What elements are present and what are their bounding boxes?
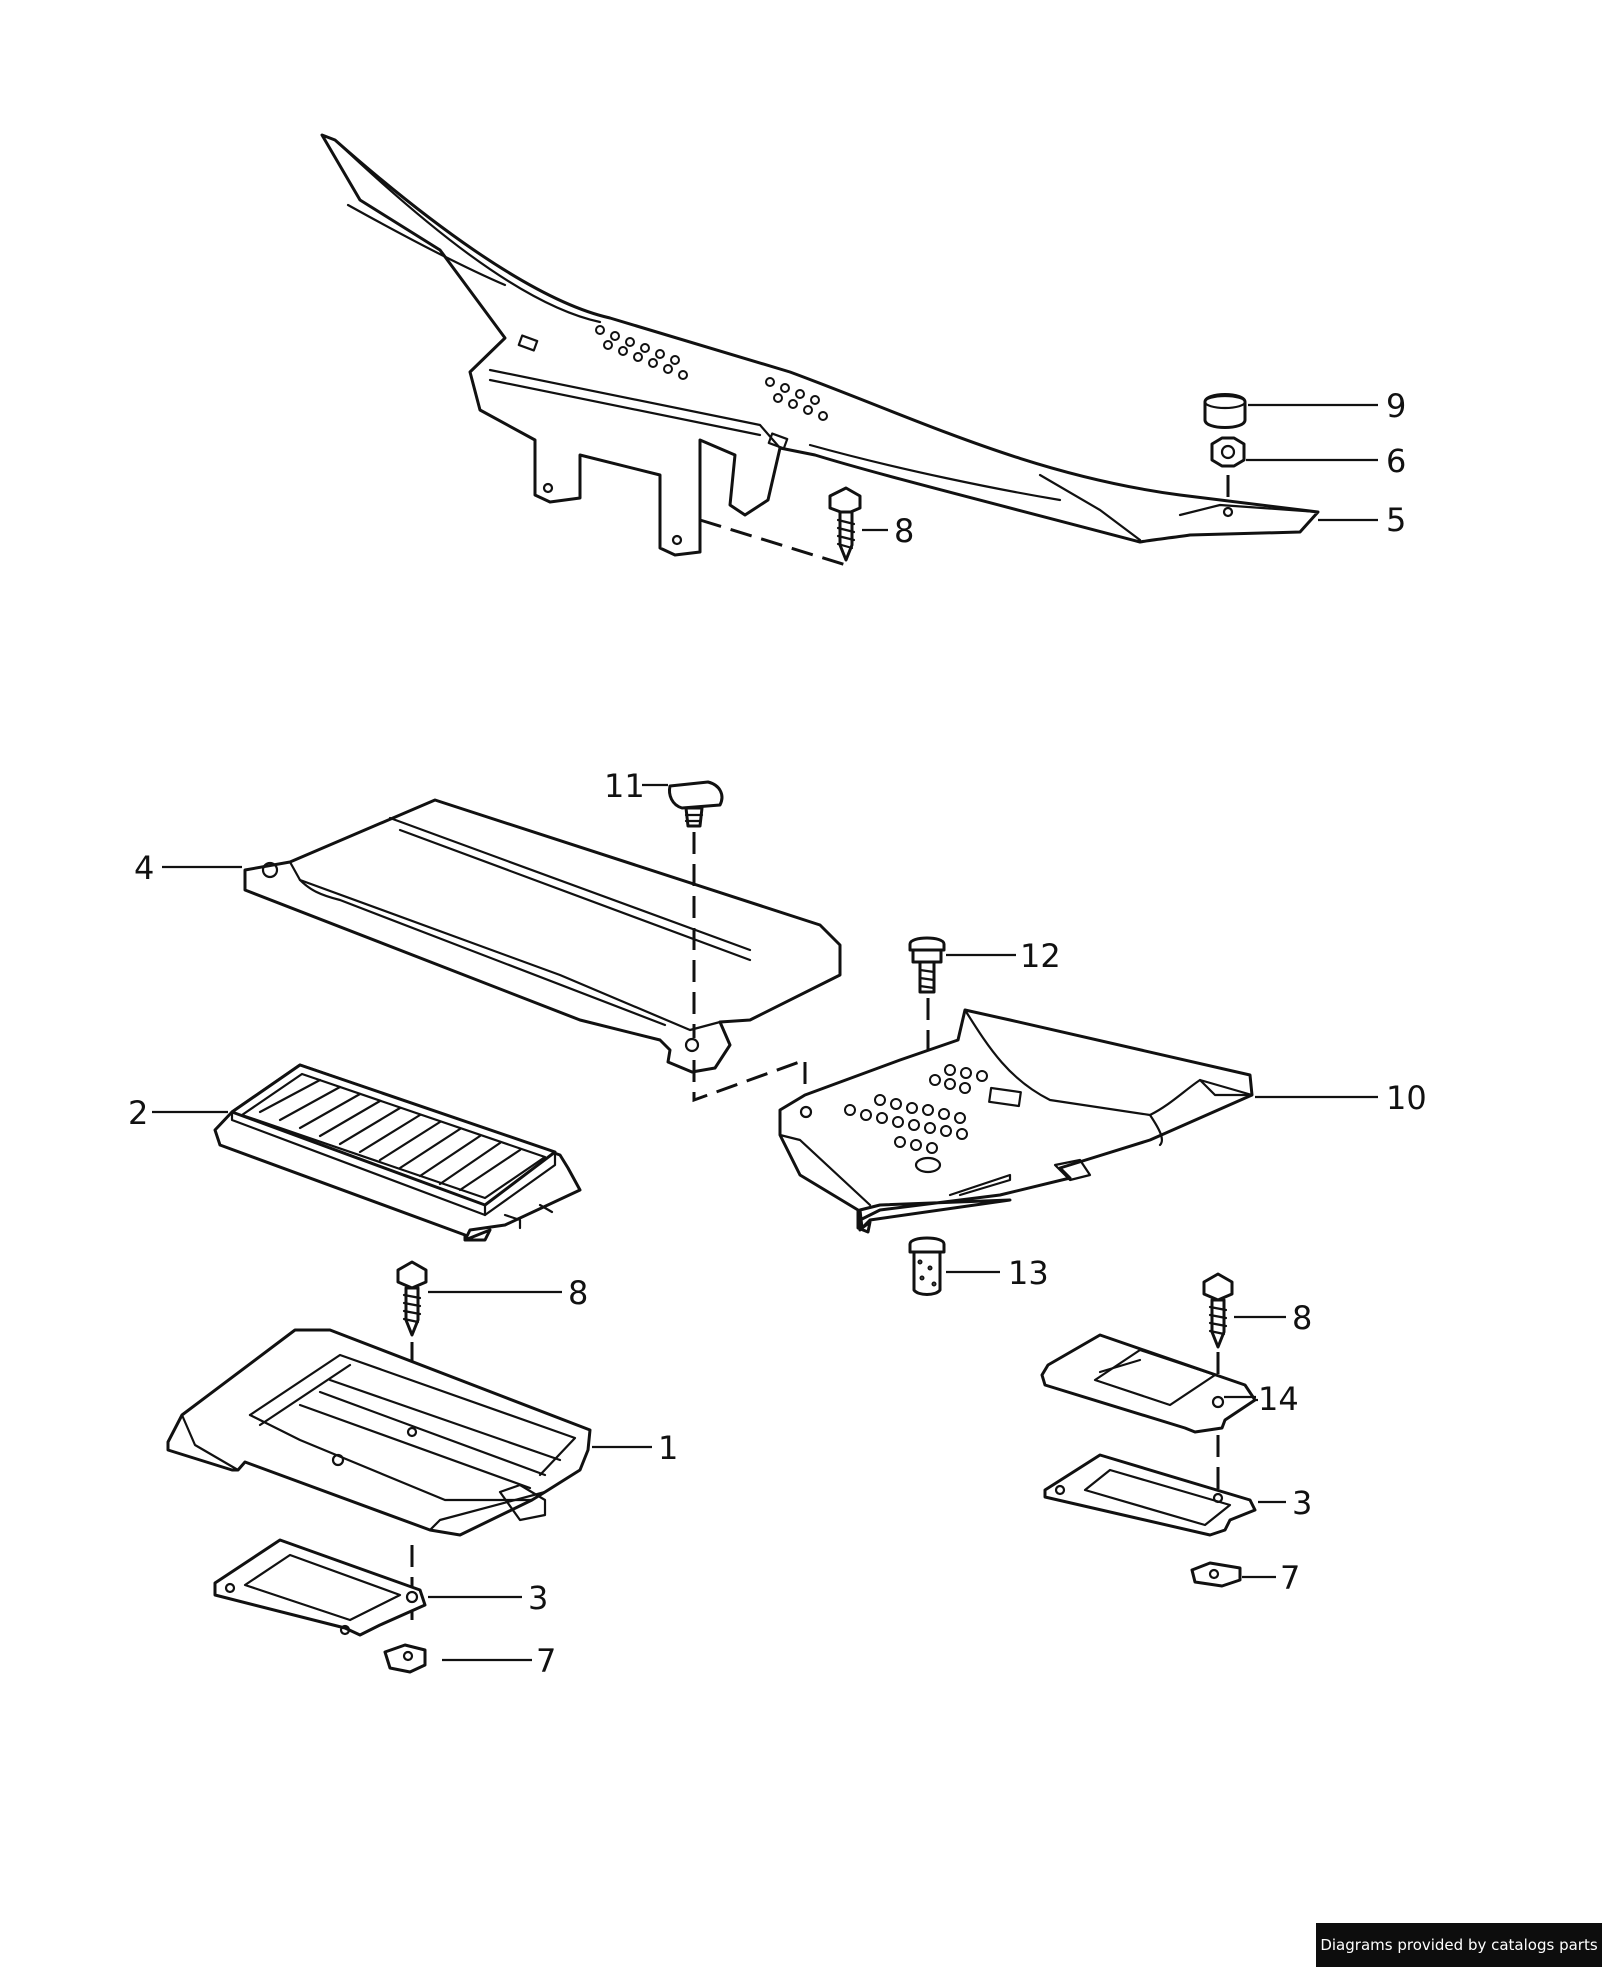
callout-3-right: 3 (1292, 1484, 1312, 1522)
callout-8-left: 8 (568, 1274, 588, 1312)
part-12-bolt (908, 936, 946, 994)
callout-13: 13 (1008, 1254, 1049, 1292)
callout-7-left: 7 (536, 1642, 556, 1680)
part-7-clip-left (383, 1643, 427, 1674)
callout-14: 14 (1258, 1380, 1299, 1418)
callout-5: 5 (1386, 501, 1406, 539)
part-1-housing (166, 1328, 592, 1537)
callout-3-left: 3 (528, 1579, 548, 1617)
part-11-clip (668, 780, 724, 828)
credit-badge: Diagrams provided by catalogs parts (1316, 1923, 1602, 1967)
callout-8-right: 8 (1292, 1299, 1312, 1337)
part-10-tray (778, 1008, 1254, 1234)
callout-6: 6 (1386, 442, 1406, 480)
part-5-vent-holes (595, 325, 828, 421)
part-3-gasket-right (1043, 1453, 1257, 1537)
part-4-cover (243, 798, 842, 1074)
part-10-vent-holes (844, 1064, 988, 1154)
part-6-nut (1210, 436, 1246, 468)
callouts: 9 6 5 8 11 4 12 10 2 13 8 8 1 14 3 3 7 7 (128, 387, 1427, 1680)
callout-11: 11 (604, 767, 645, 805)
part-14-plate (1040, 1333, 1257, 1434)
part-13-plug (908, 1236, 946, 1296)
part-9-cap (1203, 393, 1247, 429)
part-8-screw-right (1202, 1272, 1234, 1349)
callout-12: 12 (1020, 937, 1061, 975)
callout-10: 10 (1386, 1079, 1427, 1117)
part-7-clip-right (1190, 1561, 1242, 1588)
callout-2: 2 (128, 1094, 148, 1132)
credit-text: Diagrams provided by catalogs parts (1320, 1936, 1598, 1954)
callout-4: 4 (134, 849, 154, 887)
part-8-screw-left (396, 1260, 428, 1337)
callout-7-right: 7 (1280, 1559, 1300, 1597)
part-2-filter (213, 1063, 582, 1242)
callout-9: 9 (1386, 387, 1406, 425)
part-5-cowl-panel (320, 133, 1320, 557)
leader-lines (152, 403, 1378, 1662)
callout-8-top: 8 (894, 512, 914, 550)
part-8-screw-top (828, 486, 862, 562)
part-3-gasket-left (213, 1538, 427, 1637)
callout-1: 1 (658, 1429, 678, 1467)
